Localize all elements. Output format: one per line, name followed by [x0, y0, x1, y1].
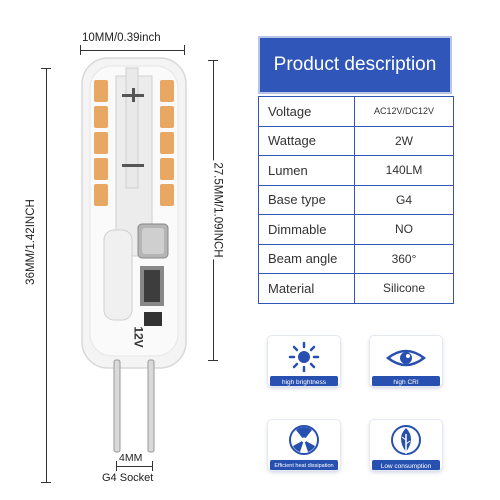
spec-row: Base type G4 [259, 185, 453, 215]
bulb-drawing [81, 57, 187, 453]
width-dim-line [80, 50, 184, 51]
bulb-illustration: 12V [60, 40, 210, 480]
spec-label: Voltage [259, 97, 355, 126]
spec-label: Lumen [259, 156, 355, 185]
total-height-tick-bottom [41, 482, 51, 483]
feature-label: Low consumption [372, 460, 440, 470]
spec-value: Silicone [382, 281, 426, 296]
feature-high-brightness: high brightness [268, 336, 340, 398]
pcb-print: 12V [131, 326, 146, 348]
spec-row: Dimmable NO [259, 215, 453, 245]
spec-row: Voltage AC12V/DC12V [259, 97, 453, 127]
body-height-tick-bottom [208, 360, 218, 361]
feature-heat-dissipation: Efficient heat dissipation [268, 420, 340, 482]
spec-value: G4 [395, 192, 412, 207]
spec-row: Wattage 2W [259, 126, 453, 156]
spec-row: Lumen 140LM [259, 156, 453, 186]
feature-label: high brightness [270, 376, 338, 386]
spec-row: Beam angle 360° [259, 244, 453, 274]
spec-label: Material [259, 274, 355, 303]
feature-high-cri: high CRI [370, 336, 442, 398]
width-dim-tick-left [80, 45, 81, 55]
fan-icon [289, 425, 319, 455]
pin-spacing-dim-line [116, 466, 152, 467]
feature-low-consumption: Low consumption [370, 420, 442, 482]
feature-card: Low consumption [370, 420, 442, 470]
feature-label: Efficient heat dissipation [270, 460, 338, 470]
body-height-tick-top [208, 60, 218, 61]
width-label: 10MM/0.39inch [82, 32, 161, 44]
total-height-dim-line [46, 68, 47, 482]
feature-card: high CRI [370, 336, 442, 386]
pin-spacing-tick-right [152, 461, 153, 471]
spec-label: Base type [259, 185, 355, 214]
total-height-label: 36MM/1.42INCH [24, 197, 37, 287]
spec-value: 140LM [385, 163, 423, 178]
spec-label: Beam angle [259, 244, 355, 273]
spec-label: Dimmable [259, 215, 355, 244]
eye-icon [385, 349, 427, 367]
spec-label: Wattage [259, 126, 355, 155]
body-height-label: 27.5MM/1.09INCH [211, 160, 224, 260]
socket-label: G4 Socket [102, 472, 154, 484]
spec-value: 360° [391, 251, 417, 266]
width-dim-tick-right [184, 45, 185, 55]
spec-title: Product description [258, 36, 452, 94]
spec-row: Material Silicone [259, 274, 453, 303]
total-height-tick-top [41, 68, 51, 69]
spec-value: NO [395, 222, 413, 237]
spec-value: AC12V/DC12V [373, 106, 435, 117]
feature-card: Efficient heat dissipation [268, 420, 340, 470]
pin-spacing-tick-left [116, 461, 117, 471]
leaf-icon [391, 425, 421, 455]
spec-table: Voltage AC12V/DC12V Wattage 2W Lumen 140LM Bas… [258, 96, 454, 304]
sun-icon [288, 341, 320, 373]
feature-card: high brightness [268, 336, 340, 386]
pin-spacing-label: 4MM [119, 452, 143, 464]
spec-value: 2W [395, 133, 413, 148]
feature-label: high CRI [372, 376, 440, 386]
